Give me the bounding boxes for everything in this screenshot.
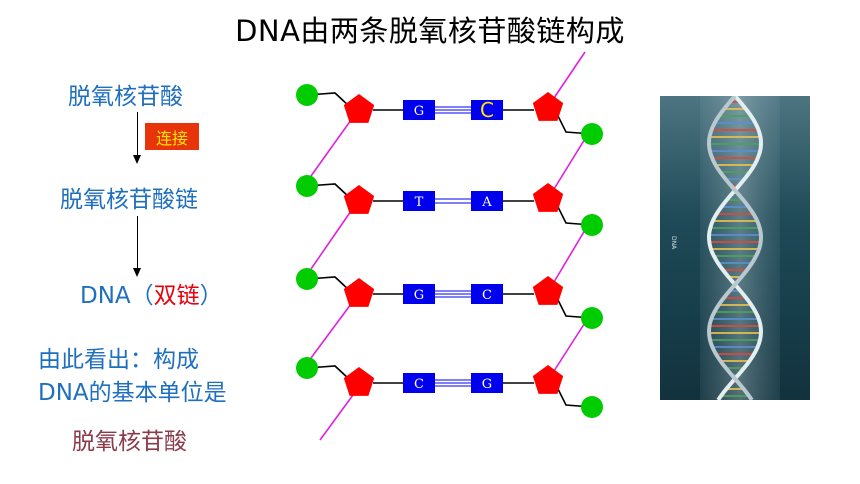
dna-helix-photo: DNA bbox=[660, 96, 810, 400]
left-phosphate bbox=[296, 175, 318, 197]
paren-close: ） bbox=[199, 283, 223, 309]
conclusion-answer: 脱氧核苷酸 bbox=[72, 429, 187, 455]
paren-open: （ bbox=[130, 283, 154, 309]
dna-helix-illustration bbox=[700, 96, 780, 400]
right-sugar-pentagon bbox=[532, 183, 564, 212]
left-base-letter: G bbox=[414, 288, 424, 303]
left-sugar-pentagon bbox=[343, 185, 375, 214]
left-backbone-segment bbox=[310, 303, 352, 359]
right-backbone-head bbox=[553, 51, 586, 99]
flow-step-nucleotide-chain: 脱氧核苷酸链 bbox=[60, 187, 198, 213]
flow-step-nucleotide: 脱氧核苷酸 bbox=[68, 84, 183, 110]
flow-arrowhead-2 bbox=[133, 268, 141, 277]
right-sugar-pentagon bbox=[532, 365, 564, 394]
left-base-letter: T bbox=[415, 195, 424, 210]
conclusion-line-2: DNA的基本单位是 bbox=[38, 380, 227, 406]
flow-step-dna: DNA（双链） bbox=[80, 276, 223, 310]
right-base-letter: C bbox=[480, 98, 494, 122]
left-base-letter: G bbox=[414, 104, 424, 119]
right-backbone-segment bbox=[553, 317, 589, 372]
right-backbone-segment bbox=[553, 224, 589, 283]
right-backbone-segment bbox=[553, 133, 589, 190]
left-base-box bbox=[403, 373, 435, 393]
left-sugar-pentagon bbox=[343, 94, 375, 123]
flow-arrow-line-2 bbox=[137, 216, 138, 270]
left-sugar-pentagon bbox=[343, 278, 375, 307]
left-phosphate bbox=[296, 357, 318, 379]
right-sugar-pentagon bbox=[532, 92, 564, 121]
link-badge: 连接 bbox=[145, 123, 199, 150]
right-base-letter: A bbox=[481, 195, 492, 210]
right-sugar-pentagon bbox=[532, 276, 564, 305]
left-backbone-tail bbox=[319, 394, 354, 441]
left-phosphate bbox=[296, 84, 318, 106]
left-base-box bbox=[403, 100, 435, 120]
double-strand-text: 双链 bbox=[153, 283, 200, 309]
left-backbone-segment bbox=[310, 210, 352, 270]
right-phosphate bbox=[581, 396, 603, 418]
right-base-box bbox=[471, 191, 503, 211]
left-phosphate bbox=[296, 268, 318, 290]
right-base-letter: C bbox=[482, 288, 492, 303]
left-sugar-pentagon bbox=[343, 367, 375, 396]
right-base-box bbox=[471, 373, 503, 393]
left-base-box bbox=[403, 191, 435, 211]
right-phosphate bbox=[581, 307, 603, 329]
right-base-box bbox=[471, 284, 503, 304]
dna-text: DNA bbox=[80, 283, 131, 309]
flow-arrowhead-1 bbox=[133, 155, 141, 164]
helix-strand bbox=[706, 96, 764, 400]
photo-dna-label: DNA bbox=[670, 236, 677, 250]
right-base-box bbox=[471, 100, 503, 120]
flow-arrow-line-1 bbox=[137, 112, 138, 156]
conclusion-line-1: 由此看出：构成 bbox=[38, 347, 199, 373]
left-base-box bbox=[403, 284, 435, 304]
helix-strand bbox=[706, 96, 764, 400]
left-backbone-segment bbox=[310, 119, 352, 177]
right-base-letter: G bbox=[482, 377, 492, 392]
right-phosphate bbox=[581, 214, 603, 236]
left-base-letter: C bbox=[414, 377, 424, 392]
page-title: DNA由两条脱氧核苷酸链构成 bbox=[235, 14, 625, 48]
right-phosphate bbox=[581, 123, 603, 145]
